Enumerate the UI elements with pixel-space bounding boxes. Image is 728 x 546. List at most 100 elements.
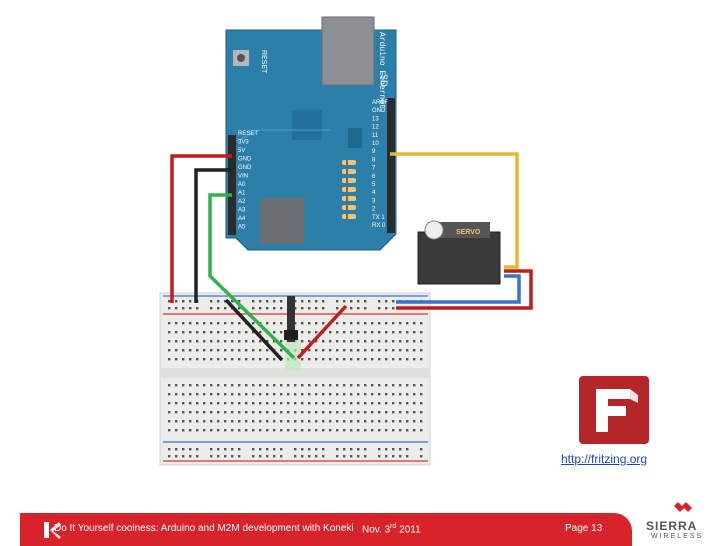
breadboard-hole — [266, 340, 269, 343]
breadboard-hole — [308, 331, 311, 334]
breadboard-hole — [280, 420, 283, 423]
breadboard-hole — [266, 358, 269, 361]
breadboard-hole — [273, 429, 276, 432]
wire-black-gnd — [194, 168, 232, 303]
breadboard-hole — [259, 384, 262, 387]
breadboard-hole — [259, 340, 262, 343]
breadboard-hole — [336, 402, 339, 405]
breadboard-hole — [357, 448, 360, 451]
arduino-board: Arduino Ethernet SD RESET RESET3V35VGNDG… — [225, 16, 397, 251]
breadboard-hole — [329, 331, 332, 334]
breadboard-hole — [343, 384, 346, 387]
sd-label: SD — [379, 74, 389, 87]
wire-green-a0 — [208, 193, 296, 360]
breadboard-hole — [280, 384, 283, 387]
breadboard-hole — [392, 393, 395, 396]
breadboard-hole — [273, 402, 276, 405]
breadboard-hole — [406, 322, 409, 325]
breadboard-hole — [308, 402, 311, 405]
breadboard-hole — [399, 331, 402, 334]
breadboard-hole — [329, 429, 332, 432]
breadboard-hole — [266, 307, 269, 310]
breadboard-hole — [259, 455, 262, 458]
breadboard-hole — [413, 322, 416, 325]
servo-label: SERVO — [456, 229, 481, 236]
breadboard-hole — [329, 349, 332, 352]
breadboard-hole — [364, 429, 367, 432]
breadboard-hole — [371, 420, 374, 423]
breadboard-hole — [399, 448, 402, 451]
breadboard-hole — [189, 384, 192, 387]
breadboard-hole — [399, 411, 402, 414]
breadboard-hole — [217, 393, 220, 396]
breadboard-hole — [385, 393, 388, 396]
breadboard-hole — [385, 331, 388, 334]
breadboard-hole — [350, 300, 353, 303]
breadboard-hole — [266, 455, 269, 458]
breadboard-hole — [259, 307, 262, 310]
breadboard-hole — [378, 358, 381, 361]
breadboard-hole — [224, 331, 227, 334]
reset-label: RESET — [260, 50, 267, 74]
breadboard-hole — [413, 420, 416, 423]
breadboard-hole — [175, 384, 178, 387]
breadboard-hole — [336, 420, 339, 423]
breadboard-hole — [343, 420, 346, 423]
breadboard-hole — [175, 358, 178, 361]
breadboard-hole — [196, 349, 199, 352]
breadboard-hole — [336, 331, 339, 334]
breadboard-hole — [420, 429, 423, 432]
breadboard-hole — [294, 420, 297, 423]
breadboard-hole — [217, 340, 220, 343]
breadboard-hole — [420, 358, 423, 361]
breadboard-hole — [315, 411, 318, 414]
breadboard-hole — [420, 322, 423, 325]
breadboard-hole — [266, 429, 269, 432]
breadboard-hole — [385, 349, 388, 352]
breadboard-hole — [315, 307, 318, 310]
resistor-band — [346, 187, 348, 192]
breadboard-hole — [175, 393, 178, 396]
breadboard-hole — [322, 322, 325, 325]
breadboard-hole — [175, 429, 178, 432]
breadboard-hole — [392, 331, 395, 334]
fritzing-link[interactable]: http://fritzing.org — [561, 452, 648, 466]
breadboard-hole — [238, 300, 241, 303]
breadboard-hole — [308, 455, 311, 458]
breadboard-hole — [371, 393, 374, 396]
breadboard-hole — [168, 384, 171, 387]
breadboard-hole — [357, 307, 360, 310]
breadboard-hole — [301, 340, 304, 343]
breadboard-hole — [420, 384, 423, 387]
breadboard-hole — [252, 384, 255, 387]
breadboard-hole — [280, 349, 283, 352]
breadboard-hole — [252, 322, 255, 325]
header-pin-label: 13 — [372, 116, 379, 122]
breadboard-hole — [210, 322, 213, 325]
breadboard-hole — [378, 322, 381, 325]
breadboard-hole — [406, 384, 409, 387]
breadboard-hole — [238, 322, 241, 325]
breadboard-hole — [308, 340, 311, 343]
breadboard-hole — [224, 411, 227, 414]
breadboard-hole — [357, 429, 360, 432]
breadboard-hole — [245, 393, 248, 396]
breadboard-hole — [266, 349, 269, 352]
breadboard-hole — [266, 393, 269, 396]
breadboard-hole — [203, 322, 206, 325]
breadboard-hole — [350, 455, 353, 458]
breadboard-hole — [280, 448, 283, 451]
breadboard-hole — [357, 455, 360, 458]
page-number: Page 13 — [565, 523, 603, 534]
breadboard-hole — [385, 420, 388, 423]
breadboard-hole — [371, 331, 374, 334]
breadboard-hole — [231, 411, 234, 414]
breadboard-hole — [350, 429, 353, 432]
breadboard-hole — [315, 322, 318, 325]
header-pin-label: RESET — [238, 131, 258, 137]
resistor — [342, 205, 356, 210]
breadboard-hole — [343, 411, 346, 414]
breadboard-hole — [259, 429, 262, 432]
breadboard-hole — [259, 393, 262, 396]
breadboard-hole — [378, 448, 381, 451]
